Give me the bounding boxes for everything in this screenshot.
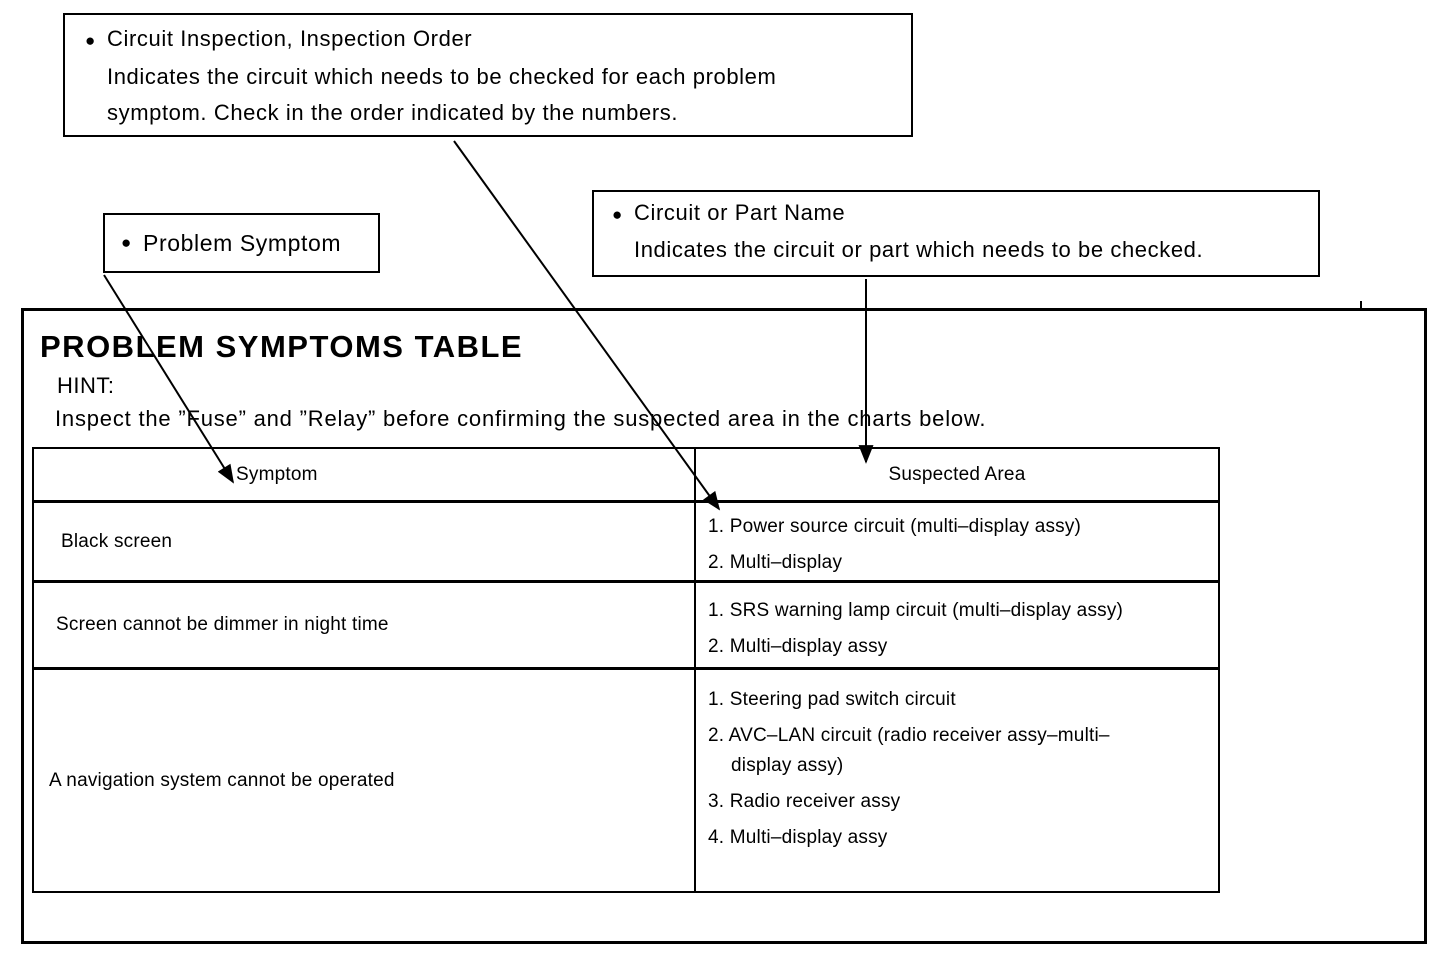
suspected-item: 3. Radio receiver assy <box>708 791 901 812</box>
suspected-item: 2. AVC–LAN circuit (radio receiver assy–… <box>708 725 1110 746</box>
bullet-icon: ● <box>612 205 623 224</box>
symptom-text: Black screen <box>61 530 173 552</box>
bullet-icon: ● <box>85 31 96 50</box>
suspected-area-cell: 1. Steering pad switch circuit 2. AVC–LA… <box>696 670 1218 891</box>
suspected-area-cell: 1. SRS warning lamp circuit (multi–displ… <box>696 583 1218 667</box>
callout-circuit-inspection: ● Circuit Inspection, Inspection Order I… <box>63 13 913 137</box>
callout-circuit-inspection-title: Circuit Inspection, Inspection Order <box>107 26 473 51</box>
symptoms-table: Symptom Suspected Area Black screen 1. P… <box>32 447 1220 893</box>
suspected-item: 4. Multi–display assy <box>708 827 888 848</box>
suspected-area-cell: 1. Power source circuit (multi–display a… <box>696 503 1218 580</box>
callout-circuit-inspection-desc-1: Indicates the circuit which needs to be … <box>107 64 777 89</box>
table-row: Screen cannot be dimmer in night time 1.… <box>34 583 1218 670</box>
header-symptom: Symptom <box>34 449 696 500</box>
header-suspected-area-label: Suspected Area <box>888 463 1026 485</box>
symptom-text: Screen cannot be dimmer in night time <box>56 614 389 635</box>
callout-problem-symptom: ● Problem Symptom <box>103 213 380 273</box>
symptom-cell: A navigation system cannot be operated <box>34 670 696 891</box>
suspected-item: 1. SRS warning lamp circuit (multi–displ… <box>708 600 1124 621</box>
problem-symptoms-section: PROBLEM SYMPTOMS TABLE HINT: Inspect the… <box>21 308 1427 944</box>
callout-title-line: ● Circuit Inspection, Inspection Order <box>85 21 911 59</box>
suspected-item: 2. Multi–display <box>708 552 843 573</box>
callout-problem-symptom-title: Problem Symptom <box>143 230 342 256</box>
callout-circuit-part-name-desc: Indicates the circuit or part which need… <box>634 237 1204 262</box>
table-header-row: Symptom Suspected Area <box>34 449 1218 503</box>
suspected-item-continuation: display assy) <box>731 755 844 776</box>
suspected-item: 1. Steering pad switch circuit <box>708 689 956 710</box>
header-symptom-label: Symptom <box>236 463 318 485</box>
callout-circuit-part-name-title: Circuit or Part Name <box>634 200 846 225</box>
callout-circuit-inspection-desc-2: symptom. Check in the order indicated by… <box>107 100 679 125</box>
callout-circuit-part-name: ● Circuit or Part Name Indicates the cir… <box>592 190 1320 277</box>
symptom-text: A navigation system cannot be operated <box>49 769 395 791</box>
suspected-item: 1. Power source circuit (multi–display a… <box>708 516 1082 537</box>
table-row: A navigation system cannot be operated 1… <box>34 670 1218 891</box>
table-row: Black screen 1. Power source circuit (mu… <box>34 503 1218 583</box>
suspected-item: 2. Multi–display assy <box>708 636 888 657</box>
symptom-cell: Screen cannot be dimmer in night time <box>34 583 696 667</box>
hint-text: Inspect the ”Fuse” and ”Relay” before co… <box>55 406 987 431</box>
symptom-cell: Black screen <box>34 503 696 580</box>
bullet-icon: ● <box>121 233 132 252</box>
page-title: PROBLEM SYMPTOMS TABLE <box>40 329 524 364</box>
hint-label: HINT: <box>57 373 115 398</box>
header-suspected-area: Suspected Area <box>696 449 1218 500</box>
callout-title-line: ● Circuit or Part Name <box>612 195 1318 232</box>
